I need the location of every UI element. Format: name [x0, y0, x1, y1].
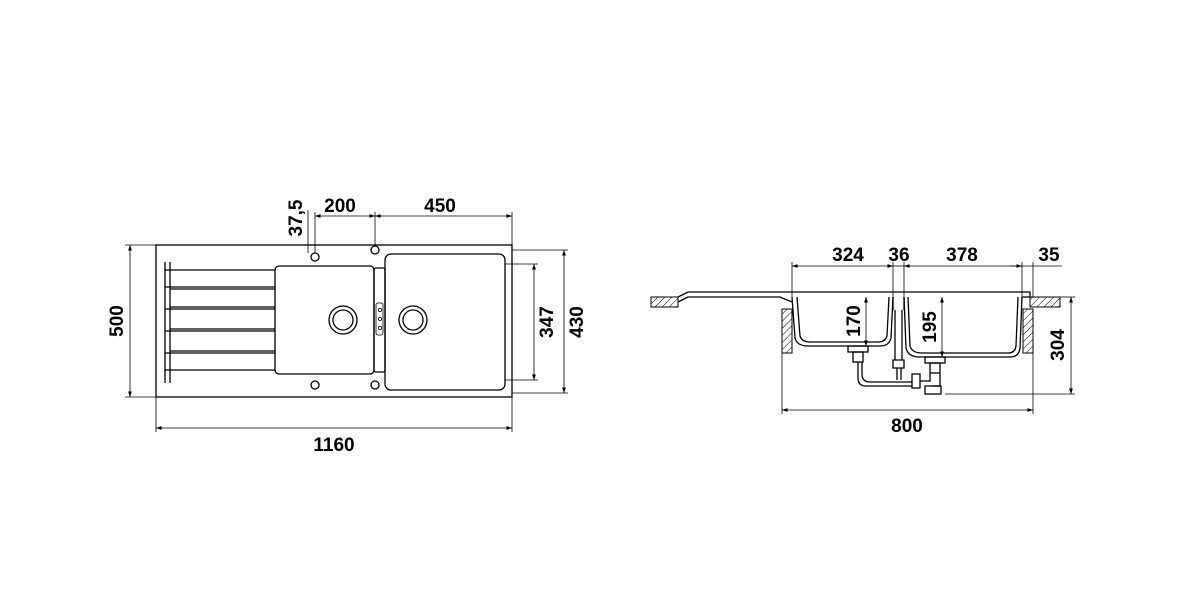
worktop-left-hatch — [650, 296, 679, 308]
tap-hole-3 — [310, 380, 320, 390]
tap-hole-1 — [310, 252, 320, 262]
cabinet-left-hatch — [781, 308, 793, 354]
dim-label-tap-spacing: 200 — [324, 196, 356, 217]
small-bowl-drain — [328, 305, 358, 335]
drainer-grooves — [164, 262, 275, 383]
dim-label-bowl-depth-large: 430 — [567, 306, 588, 338]
dim-label-right-bowl-width: 378 — [946, 245, 978, 266]
worktop-right-hatch — [1029, 296, 1061, 308]
dim-label-bowl-offset: 450 — [424, 196, 456, 217]
side-view: 324 36 378 35 170 195 304 800 — [650, 245, 1075, 437]
left-bowl-profile — [791, 296, 894, 347]
large-bowl-drain — [398, 305, 428, 335]
right-bowl-profile — [903, 296, 1023, 358]
dim-label-cabinet-width: 800 — [891, 416, 923, 437]
waste-plumbing — [847, 310, 946, 395]
dim-label-right-rim: 35 — [1038, 245, 1060, 266]
large-bowl — [384, 253, 506, 391]
sink-profile-top — [677, 291, 1031, 298]
bowl-divider — [892, 297, 905, 310]
cabinet-right-hatch — [1022, 308, 1034, 354]
side-extension-lines — [781, 262, 1075, 414]
dim-label-left-bowl-depth: 170 — [844, 305, 865, 337]
tap-hole-2 — [370, 245, 380, 255]
small-bowl — [274, 265, 375, 375]
extension-lines — [125, 212, 568, 432]
dim-label-total-height: 304 — [1048, 329, 1069, 361]
dim-label-overall-depth: 500 — [107, 305, 128, 337]
dim-label-hole-offset: 37,5 — [286, 199, 307, 236]
dim-label-bowl-depth-small: 347 — [537, 306, 558, 338]
tap-hole-4 — [370, 380, 380, 390]
top-view: 37,5 200 450 1160 500 347 430 — [107, 196, 588, 456]
dim-label-right-bowl-depth: 195 — [920, 311, 941, 343]
dim-label-left-bowl-width: 324 — [832, 245, 864, 266]
dim-label-divider-width: 36 — [888, 245, 909, 266]
dim-label-overall-width: 1160 — [313, 435, 354, 456]
